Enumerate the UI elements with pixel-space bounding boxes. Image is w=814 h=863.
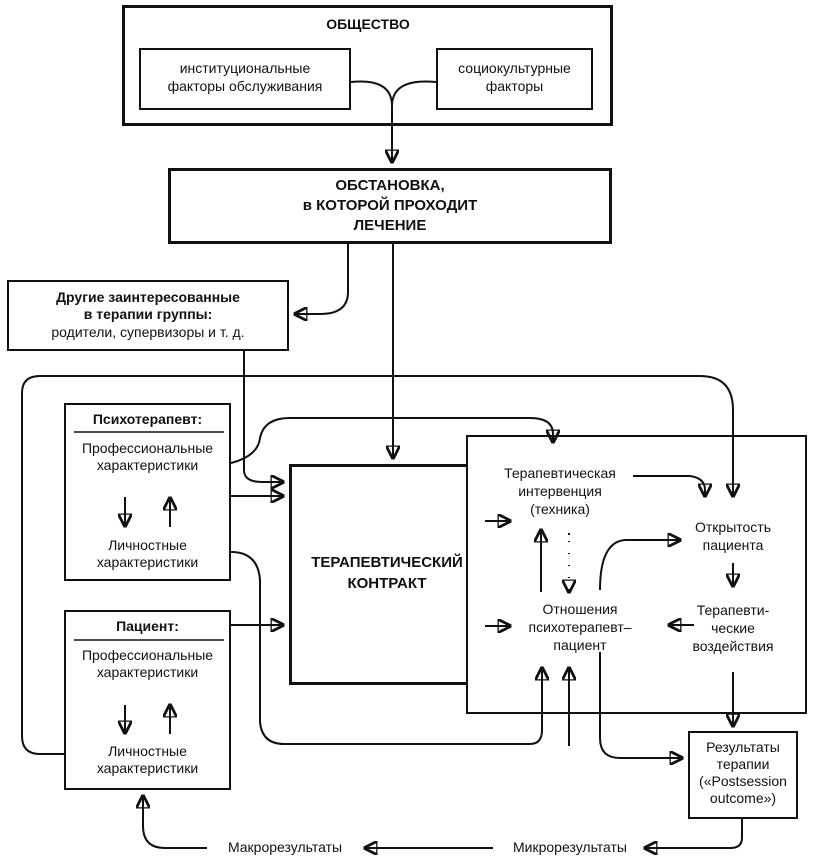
effects-line3: воздействия [692,638,774,654]
institutional-factors-line1: институциональные [179,60,311,76]
openness-line2: пациента [702,537,764,553]
patient-professional-line2: характеристики [96,664,199,680]
institutional-factors-line2: факторы обслуживания [167,78,323,94]
relationship-line1: Отношения [542,601,618,617]
stakeholders-title-line2: в терапии группы: [83,306,213,322]
setting-line2: в КОТОРОЙ ПРОХОДИТ [302,197,478,214]
relationship-line3: пациент [553,637,607,653]
setting-line3: ЛЕЧЕНИЕ [353,217,427,234]
therapist-professional-line2: характеристики [96,457,199,473]
results-line4: outcome») [709,790,777,806]
process-box [466,435,807,714]
effects-line1: Терапевти- [696,602,770,618]
institutional-factors-box [139,48,351,110]
effects-line2: ческие [711,620,755,636]
setting-box [168,168,612,244]
setting-line1: ОБСТАНОВКА, [335,177,445,194]
results-line2: терапии [716,756,770,772]
stakeholders-body: родители, супервизоры и т. д. [51,324,245,340]
intervention-line1: Терапевтическая [504,465,616,481]
contract-line2: КОНТРАКТ [347,575,427,592]
macro-results-label: Макрорезультаты [227,839,343,855]
results-box [688,731,798,819]
patient-title: Пациент: [116,618,179,634]
therapist-personal-line1: Личностные [108,537,187,553]
therapeutic-contract-box [289,464,485,685]
openness-line1: Открытость [694,519,772,535]
stakeholders-box [7,280,289,351]
results-line1: Результаты [706,739,780,755]
results-line3: («Postsession [699,773,787,789]
relationship-line2: психотерапевт– [528,619,632,635]
sociocultural-factors-line1: социокультурные [458,60,571,76]
sociocultural-factors-line2: факторы [485,78,544,94]
intervention-line3: (техника) [530,501,590,517]
stakeholders-title-line1: Другие заинтересованные [56,289,240,305]
patient-personal-line1: Личностные [108,743,187,759]
patient-professional-line1: Профессиональные [81,647,214,663]
intervention-line2: интервенция [518,483,602,499]
micro-results-label: Микрорезультаты [513,839,627,855]
patient-personal-line2: характеристики [96,760,199,776]
therapist-professional-line1: Профессиональные [81,440,214,456]
therapist-personal-line2: характеристики [96,554,199,570]
contract-line1: ТЕРАПЕВТИЧЕСКИЙ [311,554,463,571]
therapist-title: Психотерапевт: [92,411,203,427]
sociocultural-factors-box [436,48,593,110]
society-title: ОБЩЕСТВО [326,16,410,32]
